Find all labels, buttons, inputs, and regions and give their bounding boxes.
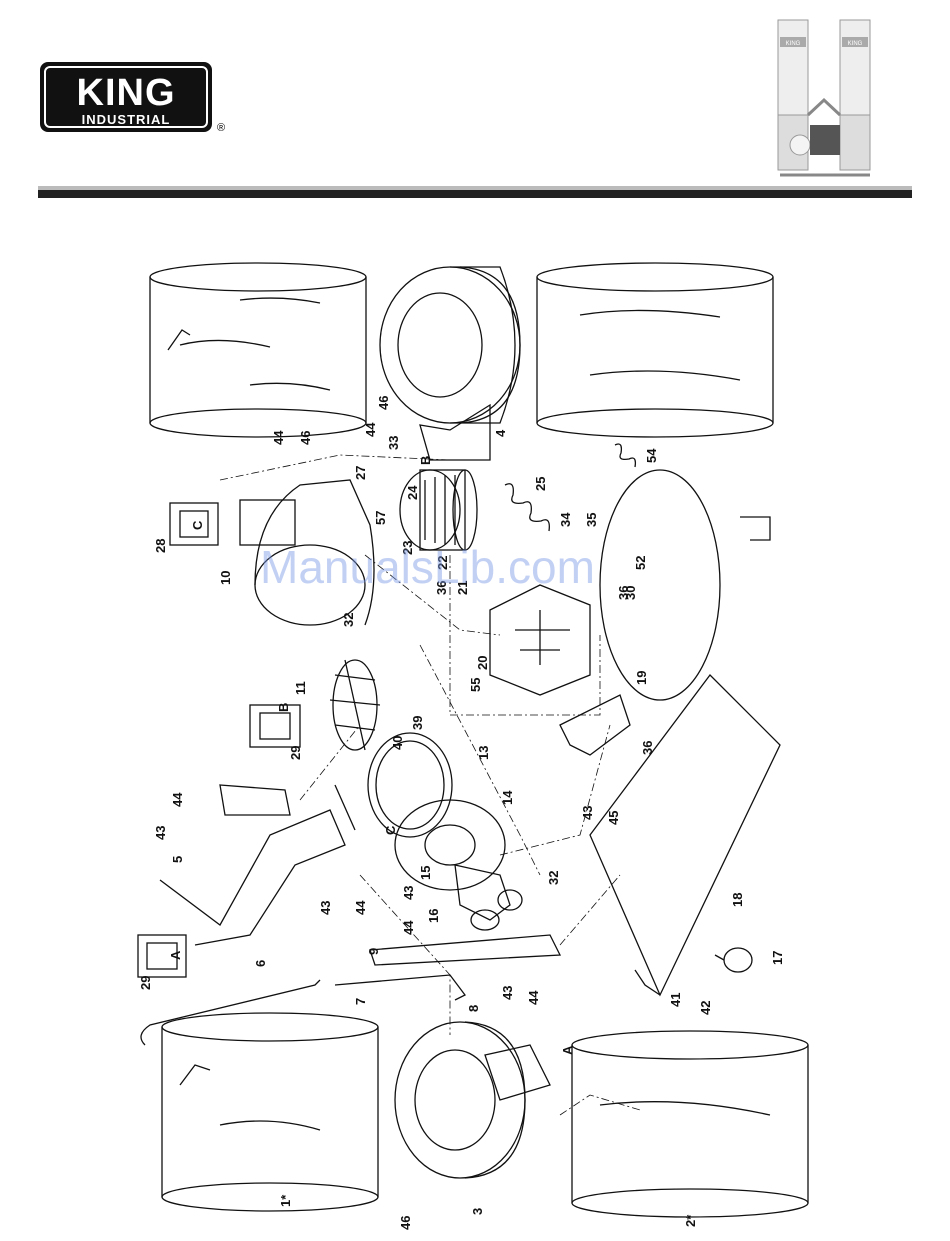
part-label: 35 — [584, 513, 599, 527]
part-label: 20 — [475, 656, 490, 670]
part-label: 19 — [634, 671, 649, 685]
motor-mount-part-20 — [490, 585, 590, 695]
callout-letter: A — [560, 1045, 575, 1055]
support-arm-part-9 — [370, 935, 560, 965]
part-label: 42 — [698, 1001, 713, 1015]
part-label: 45 — [606, 811, 621, 825]
inlet-plate-part-14 — [395, 800, 505, 890]
y-inlet-part-15-16 — [455, 865, 522, 930]
callout-letter: B — [276, 703, 291, 712]
logo-brand-sub: INDUSTRIAL — [46, 112, 206, 127]
part-label: 44 — [353, 900, 368, 915]
part-label: 43 — [153, 826, 168, 840]
part-label: 27 — [353, 466, 368, 480]
part-label: 8 — [466, 1005, 481, 1012]
part-label: 54 — [644, 448, 659, 463]
part-label: 46 — [376, 396, 391, 410]
thumb-label-left: KING — [786, 41, 801, 47]
callout-letter: C — [383, 825, 398, 835]
part-label: 36 — [616, 586, 631, 600]
filter-bag-bottom-left — [162, 1013, 378, 1211]
part-label: 4 — [493, 429, 508, 437]
part-label: 44 — [271, 430, 286, 445]
part-label: 18 — [730, 893, 745, 907]
filter-bag-top-left — [150, 263, 366, 437]
part-label: 44 — [526, 990, 541, 1005]
part-label: 46 — [398, 1216, 413, 1230]
part-label: 10 — [218, 571, 233, 585]
part-label: 43 — [500, 986, 515, 1000]
thumb-label-right: KING — [848, 41, 863, 47]
part-label: 41 — [668, 993, 683, 1007]
watermark-text: ManualsLib.com — [260, 540, 595, 594]
collector-ring-bottom — [395, 1022, 550, 1178]
part-label: 43 — [318, 901, 333, 915]
part-label: 5 — [170, 856, 185, 863]
clamp-part-52 — [600, 470, 720, 700]
arm-part-7-8 — [335, 975, 465, 1000]
part-label: 39 — [410, 716, 425, 730]
logo-brand-main: KING — [46, 72, 206, 115]
gasket-ring-part-13 — [368, 733, 452, 837]
part-label: 44 — [363, 422, 378, 437]
part-label: 7 — [353, 998, 368, 1005]
spring-part-54 — [615, 444, 635, 467]
part-label: 43 — [580, 806, 595, 820]
part-label: 17 — [770, 951, 785, 965]
part-label: 6 — [253, 960, 268, 967]
part-label: 15 — [418, 866, 433, 880]
base-plate-part-18 — [590, 675, 780, 995]
part-label: 40 — [390, 736, 405, 750]
part-label: 28 — [153, 539, 168, 553]
caster-part-17 — [715, 948, 752, 972]
part-label: 33 — [386, 436, 401, 450]
part-label: 3 — [470, 1208, 485, 1215]
part-label: 24 — [405, 485, 420, 500]
motor-part-24 — [400, 470, 477, 550]
exploded-parts-diagram: 1* 2* 3 4 5 6 7 8 9 10 11 13 14 15 16 17… — [120, 255, 820, 1240]
part-label: 9 — [366, 948, 381, 955]
part-label: 32 — [546, 871, 561, 885]
impeller-part-11 — [330, 660, 380, 750]
part-label: 43 — [401, 886, 416, 900]
bracket-part-19 — [560, 695, 630, 755]
callout-letter: B — [418, 456, 433, 465]
part-label: 11 — [293, 681, 308, 695]
part-labels: 1* 2* 3 4 5 6 7 8 9 10 11 13 14 15 16 17… — [138, 396, 785, 1230]
part-label: 44 — [170, 792, 185, 807]
part-label: 57 — [373, 511, 388, 525]
filter-bag-top-right — [537, 263, 773, 437]
king-industrial-logo: KING INDUSTRIAL — [40, 62, 212, 132]
part-label: 32 — [341, 613, 356, 627]
filter-bag-bottom-right — [572, 1031, 808, 1217]
part-label: 13 — [476, 746, 491, 760]
part-label: 46 — [298, 431, 313, 445]
registered-mark: ® — [217, 122, 225, 134]
part-label: 2* — [683, 1214, 698, 1227]
part-label: 29 — [288, 746, 303, 760]
part-label: 16 — [426, 909, 441, 923]
elbow-duct-part-5 — [160, 785, 355, 945]
part-label: 14 — [500, 790, 515, 805]
part-label: 1* — [278, 1194, 293, 1207]
product-thumbnail: KING KING — [770, 15, 885, 185]
header-rule-dark — [38, 190, 912, 198]
part-label: 34 — [558, 512, 573, 527]
callout-letter: A — [168, 950, 183, 960]
part-label: 29 — [138, 976, 153, 990]
part-label: 55 — [468, 678, 483, 692]
part-label: 52 — [633, 556, 648, 570]
gasket-part-29-upper — [250, 705, 300, 747]
part-label: 36 — [640, 741, 655, 755]
callout-letter: C — [190, 520, 205, 530]
hanger-rod-part-6 — [141, 980, 320, 1045]
part-label: 44 — [401, 920, 416, 935]
part-label: 25 — [533, 477, 548, 491]
